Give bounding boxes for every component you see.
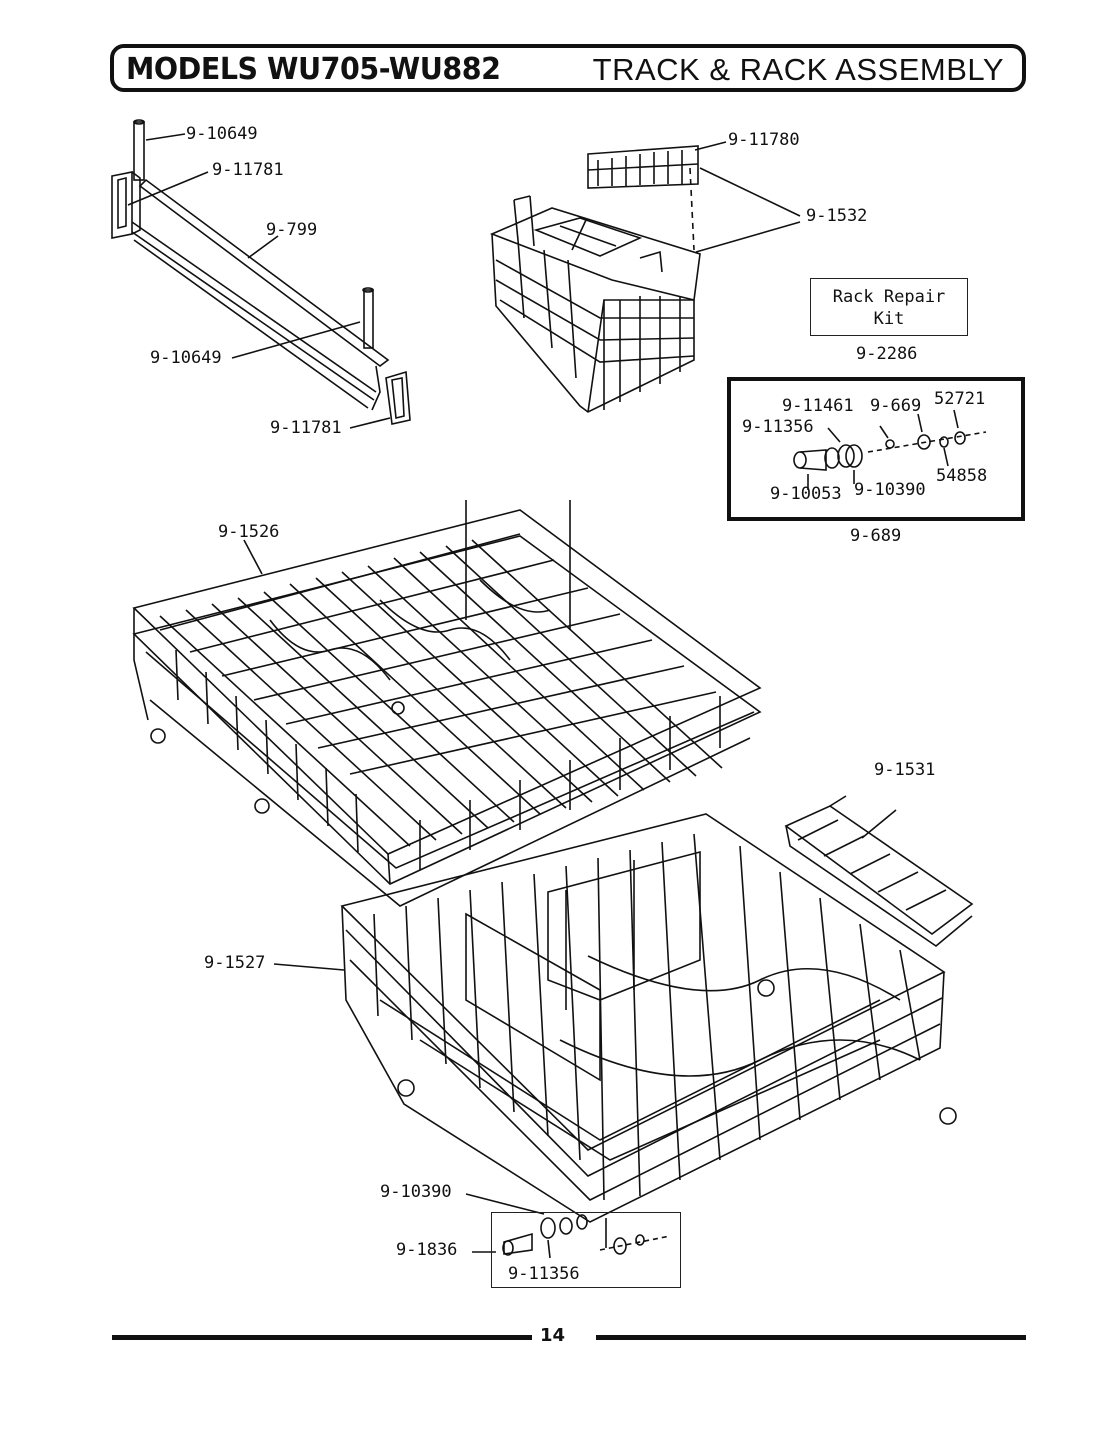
leader: [127, 171, 209, 206]
page-number: 14: [540, 1325, 566, 1346]
part-label: 54858: [936, 466, 988, 486]
pin-top: [133, 121, 145, 181]
flatware-shelf: [784, 795, 974, 948]
silverware-basket: [489, 145, 701, 413]
part-label: 9-2286: [856, 344, 918, 364]
upper-rack: [132, 500, 762, 907]
wheel-parts: [502, 1214, 671, 1259]
part-label: 9-11780: [728, 130, 800, 150]
leader: [694, 141, 727, 151]
leader: [247, 235, 279, 259]
part-label: 9-11781: [212, 160, 284, 180]
part-label: 9-10649: [186, 124, 258, 144]
part-label: 9-10053: [770, 484, 842, 504]
part-label: 9-1532: [806, 206, 868, 226]
part-label: 9-689: [850, 526, 902, 546]
leader: [465, 1193, 545, 1215]
leader: [695, 167, 801, 253]
part-label: 9-1526: [218, 522, 280, 542]
leader: [231, 321, 361, 359]
part-label: 9-10390: [854, 480, 926, 500]
part-label: 9-1527: [204, 953, 266, 973]
part-label: 9-11356: [742, 417, 814, 437]
part-label: 9-10390: [380, 1182, 452, 1202]
page-title: TRACK & RACK ASSEMBLY: [592, 52, 1004, 87]
part-label: 52721: [934, 389, 986, 409]
leader: [861, 809, 897, 839]
kit-label-line2: Kit: [873, 309, 905, 329]
part-label: 9-669: [870, 396, 922, 416]
part-label: 9-11461: [782, 396, 854, 416]
leader: [243, 539, 263, 575]
wheel-detail-box: [491, 1212, 681, 1288]
page-header: MODELS WU705-WU882 TRACK & RACK ASSEMBLY: [110, 44, 1026, 92]
part-label: 9-1531: [874, 760, 936, 780]
leader: [273, 963, 345, 971]
part-label: 9-799: [266, 220, 318, 240]
models-heading: MODELS WU705-WU882: [126, 52, 501, 87]
part-label: 9-10649: [150, 348, 222, 368]
part-label: 9-11356: [508, 1264, 580, 1284]
part-label: 9-1836: [396, 1240, 458, 1260]
footer-rule-right: [596, 1335, 1026, 1340]
track-assembly: [111, 119, 411, 425]
leader: [349, 417, 391, 429]
kit-label-line1: Rack Repair: [832, 287, 946, 307]
kit-parts: [793, 409, 987, 490]
rack-repair-kit-box: Rack Repair Kit: [810, 278, 968, 336]
leader: [145, 133, 186, 141]
kit-detail-box: [727, 377, 1025, 521]
part-label: 9-11781: [270, 418, 342, 438]
footer-rule-left: [112, 1335, 532, 1340]
lower-rack: [340, 813, 957, 1223]
